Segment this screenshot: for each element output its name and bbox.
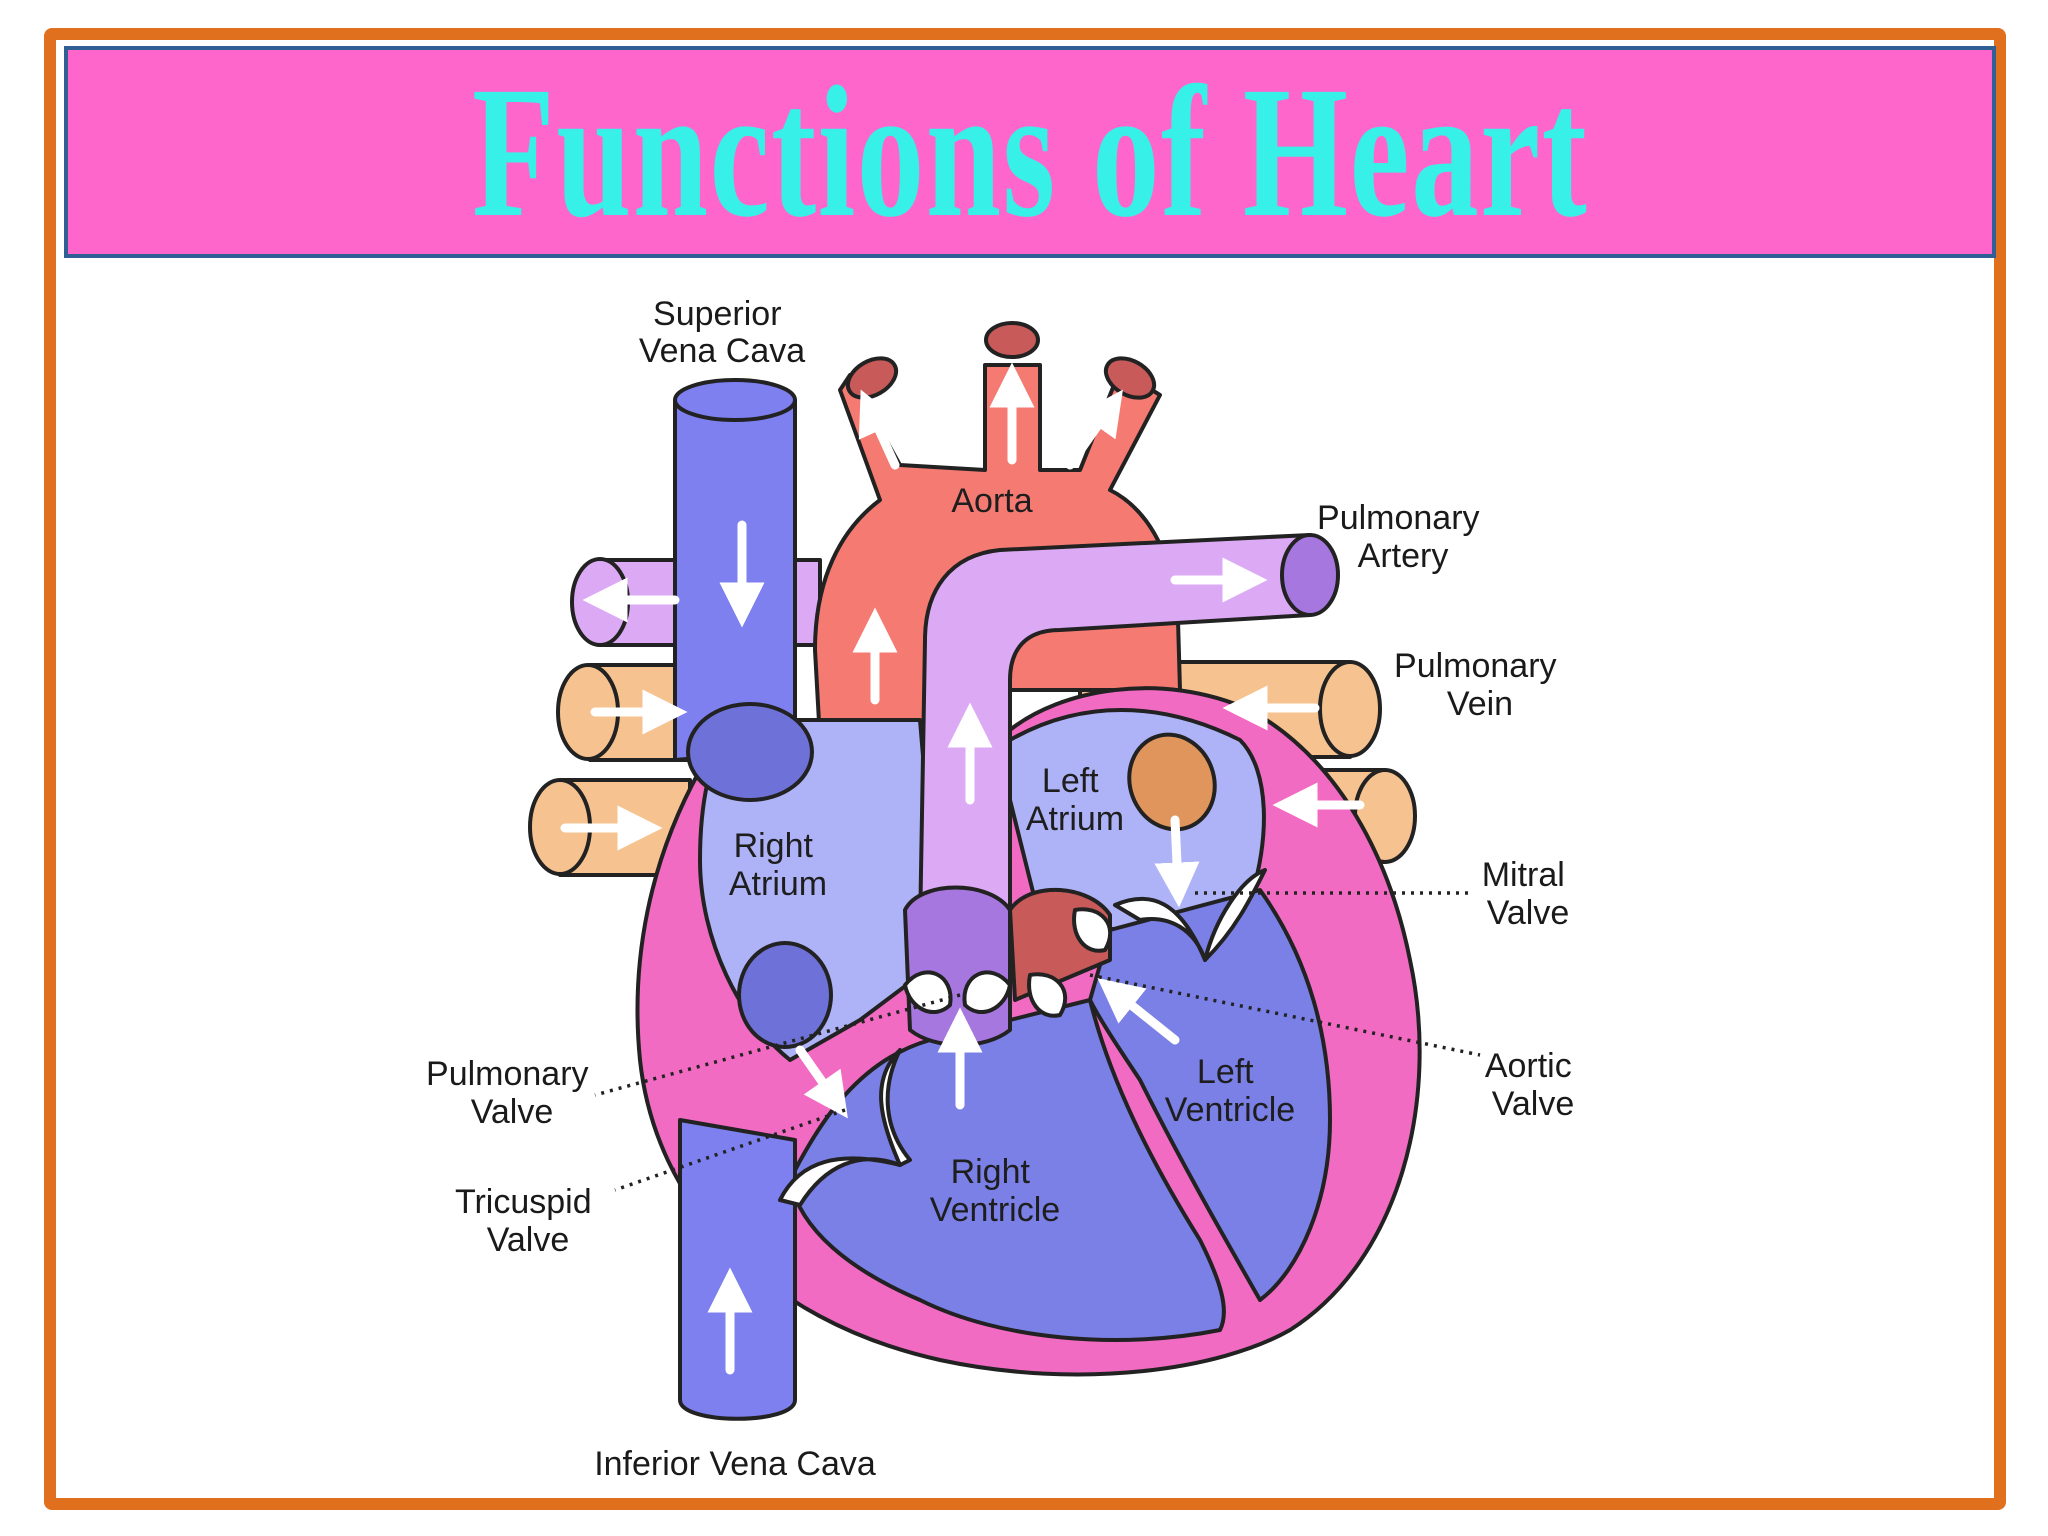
right-ventricle-label: Right Ventricle bbox=[930, 1153, 1060, 1229]
superior-vena-cava-label: Superior Vena Cava bbox=[639, 295, 805, 370]
aortic-valve bbox=[1008, 888, 1113, 1018]
pulmonary-valve bbox=[903, 885, 1012, 1047]
inferior-vena-cava-label: Inferior Vena Cava bbox=[594, 1445, 876, 1483]
left-ventricle bbox=[1088, 888, 1332, 1302]
right-ventricle bbox=[788, 998, 1226, 1342]
pulmonary-vein-label: Pulmonary Vein bbox=[1394, 647, 1566, 723]
leader-lines bbox=[594, 891, 1481, 1192]
blood-flow-arrows bbox=[560, 362, 1365, 1375]
pulmonary-vein-opening bbox=[1127, 732, 1217, 832]
title-banner: Functions of Heart bbox=[64, 46, 1996, 258]
pulmonary-valve-label: Pulmonary Valve bbox=[426, 1055, 598, 1131]
page-title: Functions of Heart bbox=[471, 47, 1589, 256]
left-atrium-label: Left Atrium bbox=[1026, 762, 1124, 838]
left-ventricle-label: Left Ventricle bbox=[1165, 1053, 1295, 1129]
right-atrium-label: Right Atrium bbox=[729, 827, 827, 903]
pulmonary-artery-label: Pulmonary Artery bbox=[1317, 499, 1489, 575]
tricuspid-valve bbox=[778, 1048, 912, 1207]
aorta-label: Aorta bbox=[951, 482, 1032, 520]
aortic-valve-label: Aortic Valve bbox=[1485, 1047, 1581, 1123]
mitral-valve-label: Mitral Valve bbox=[1482, 856, 1575, 932]
tricuspid-valve-label: Tricuspid Valve bbox=[455, 1183, 601, 1259]
pulmonary-artery bbox=[918, 533, 1340, 932]
